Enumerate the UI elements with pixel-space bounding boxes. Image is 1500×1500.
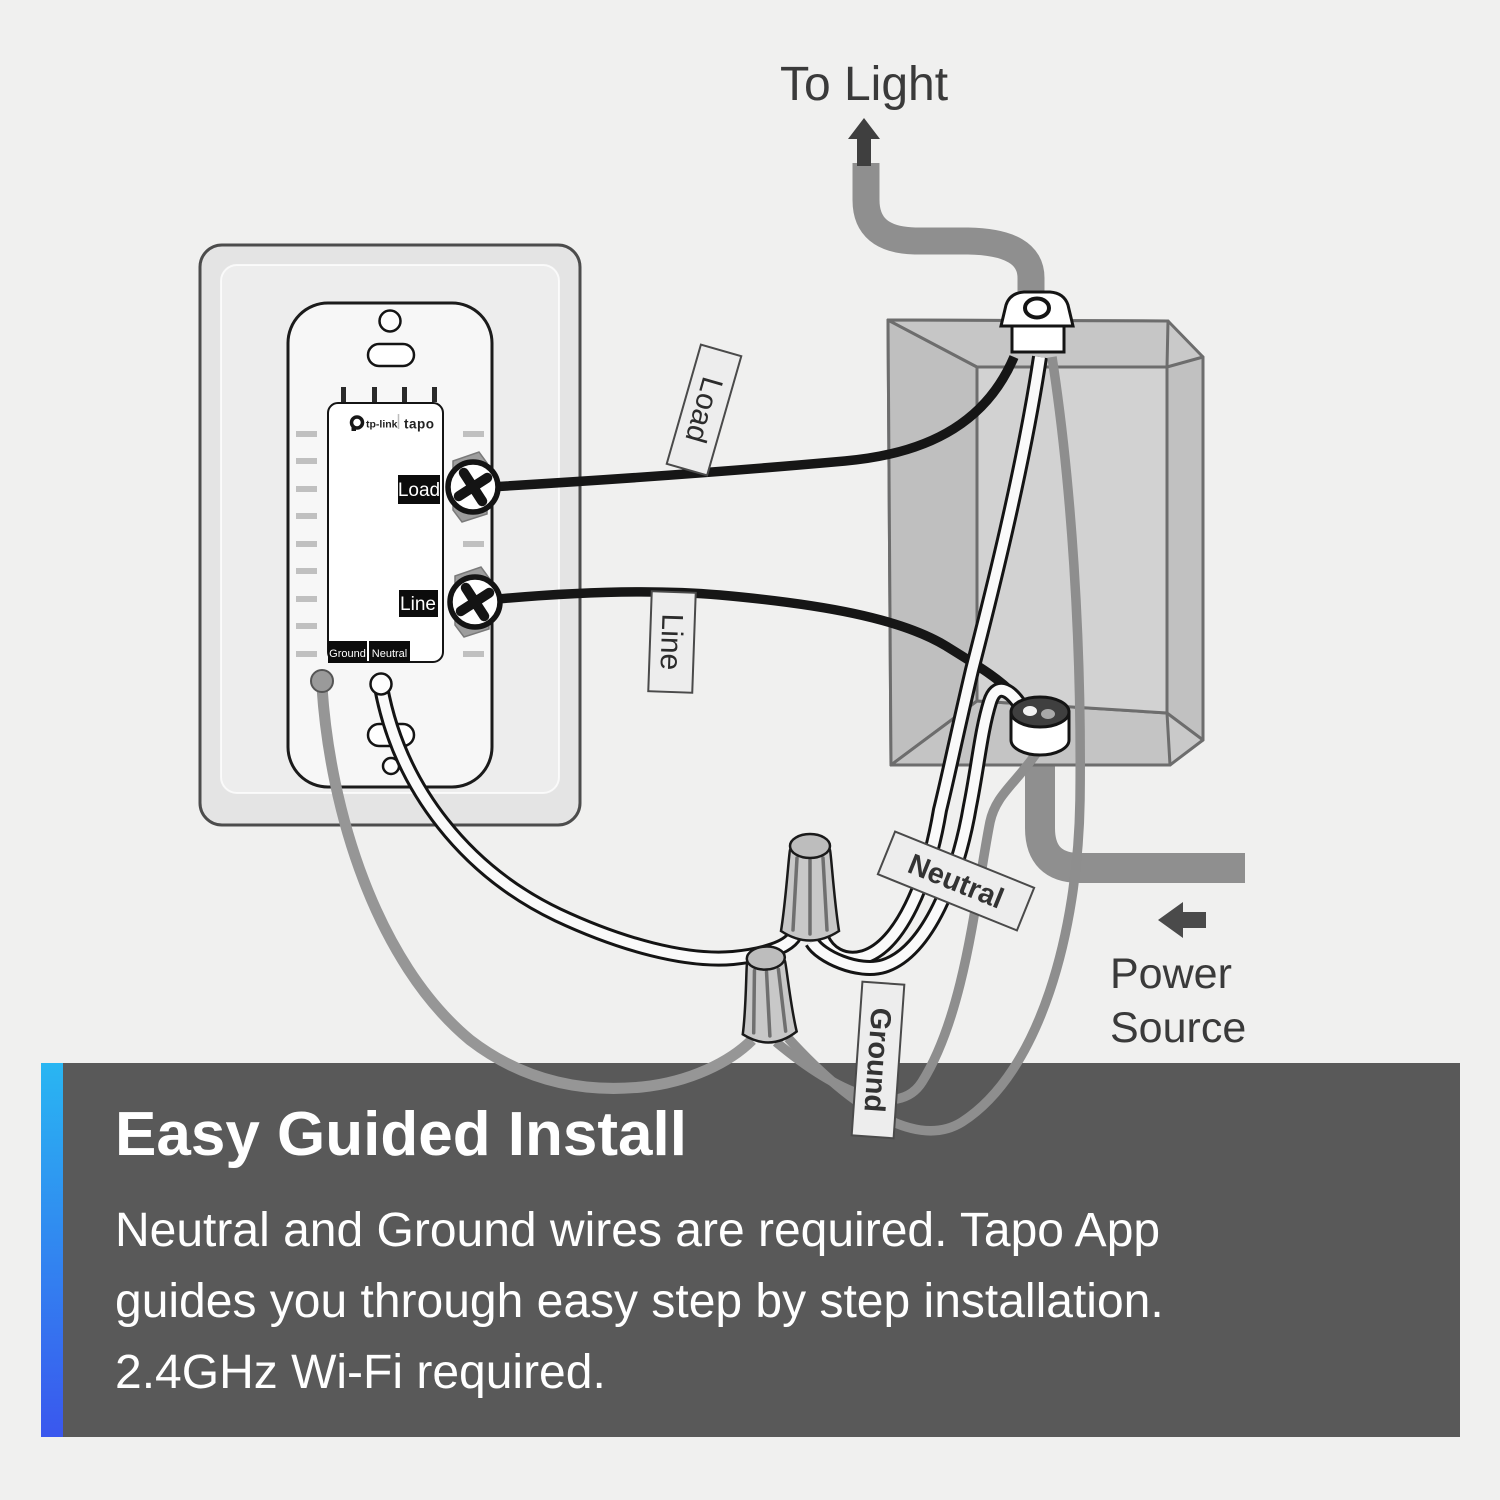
light-ground-wire: [784, 356, 1085, 1136]
top-vent-ticks: [341, 387, 437, 402]
load-wire: [454, 355, 1019, 494]
junction-box-top-wall: [886, 318, 1170, 369]
junction-box: [886, 318, 1205, 767]
mounting-hole-top: [378, 309, 402, 333]
ground-pigtail-wire: [316, 686, 756, 1094]
load-terminal-label-bg: [398, 475, 440, 504]
power-source-label-line1: Power: [1110, 950, 1232, 998]
tp-link-icon: [349, 415, 365, 430]
to-light-label: To Light: [780, 58, 948, 111]
mounting-slot-bottom: [366, 722, 416, 748]
power-ground-wire: [772, 745, 1044, 1105]
line-wire-tag-text: Line: [654, 613, 689, 671]
ground-terminal-label-bg: [328, 641, 367, 663]
junction-box-left-wall: [886, 318, 979, 767]
mounting-hole-bottom: [381, 756, 401, 776]
panel-heading: Easy Guided Install: [115, 1100, 687, 1169]
tp-link-icon-foot: [351, 426, 356, 431]
neutral-wire-hole: [369, 672, 393, 696]
power-conduit: [1025, 744, 1245, 883]
neutral-wire-tag: Neutral: [876, 830, 1036, 932]
load-terminal-flag: [452, 451, 488, 523]
load-terminal-label: Load: [398, 480, 440, 501]
smart-switch: tp-link tapo Load Line Ground Neutral: [286, 301, 494, 789]
junction-box-bottom-wall: [889, 699, 1172, 767]
ground-wire-nut: [741, 945, 799, 1044]
panel-body-line: 2.4GHz Wi-Fi required.: [115, 1346, 606, 1399]
line-terminal-screw: [447, 574, 503, 630]
ground-wire-hole: [310, 669, 334, 693]
junction-box-body: [886, 318, 1205, 767]
neutral-wire-tag-text: Neutral: [903, 848, 1008, 915]
neutral-wire-nut: [779, 832, 841, 942]
load-wire-tag-text: Load: [678, 373, 728, 446]
bottom-cable-clamp: [1009, 695, 1071, 757]
line-wire: [457, 587, 1021, 702]
power-neutral-wire: [805, 682, 1029, 976]
junction-box-back-wall: [975, 365, 1169, 715]
line-terminal-label: Line: [400, 594, 436, 615]
up-arrow-icon: [848, 118, 880, 166]
switch-face: [327, 402, 444, 663]
line-terminal-label-bg: [399, 590, 438, 617]
ground-terminal-label: Ground: [329, 648, 366, 660]
brand-tapo: tapo: [404, 417, 435, 432]
load-terminal-screw: [445, 459, 501, 515]
left-arrow-icon: [1158, 902, 1206, 938]
to-light-conduit: [852, 163, 1045, 302]
panel-body: Neutral and Ground wires are required. T…: [115, 1195, 1164, 1408]
brand-tplink: tp-link: [366, 419, 398, 431]
light-neutral-wire: [814, 355, 1048, 967]
neutral-terminal-label: Neutral: [372, 648, 407, 660]
wall-plate: [198, 243, 582, 827]
load-wire-tag: Load: [665, 343, 743, 477]
mounting-slot-top: [366, 342, 416, 368]
panel-body-line: Neutral and Ground wires are required. T…: [115, 1204, 1161, 1257]
info-panel: Easy Guided Install Neutral and Ground w…: [63, 1063, 1460, 1437]
power-source-label-line2: Source: [1110, 1004, 1246, 1052]
junction-box-right-facet: [1165, 355, 1205, 742]
neutral-terminal-label-bg: [369, 641, 410, 663]
panel-body-line: guides you through easy step by step ins…: [115, 1275, 1164, 1328]
line-wire-tag: Line: [647, 590, 697, 694]
line-terminal-flag: [454, 566, 490, 638]
tp-link-tapo-logo: tp-link tapo: [349, 414, 435, 432]
top-cable-clamp: [999, 290, 1075, 354]
neutral-pigtail-wire: [373, 685, 803, 967]
switch-frame: [286, 301, 494, 789]
side-vent-ticks: [296, 431, 484, 657]
accent-bar: [41, 1063, 63, 1437]
